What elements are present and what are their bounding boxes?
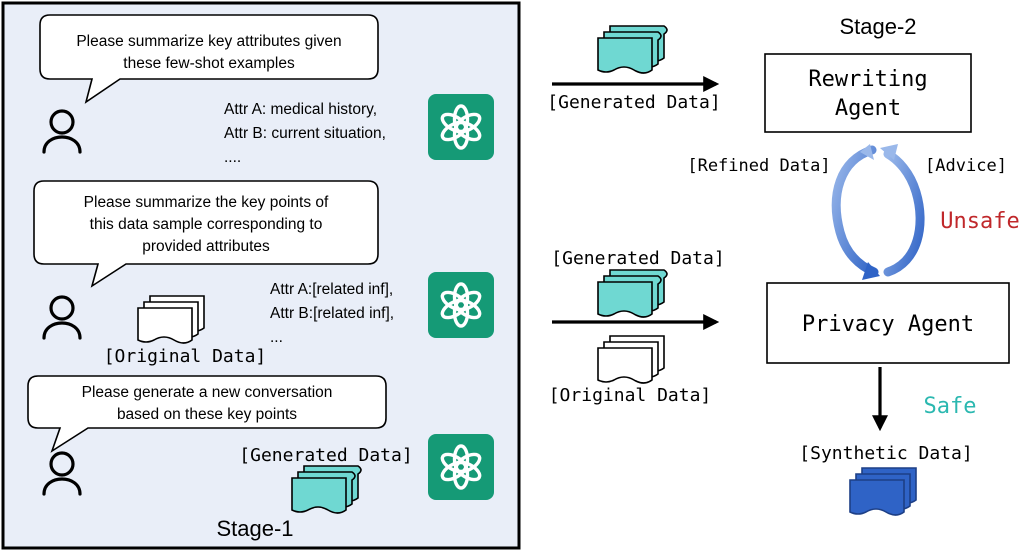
- refine-cycle-icon: [831, 144, 925, 280]
- unsafe-label: Unsafe: [940, 209, 1019, 234]
- bubble3-line1: Please generate a new conversation: [82, 384, 333, 401]
- bubble2-line3: provided attributes: [142, 238, 270, 255]
- safe-label: Safe: [924, 394, 977, 419]
- synthetic-data-label: [Synthetic Data]: [799, 443, 972, 464]
- response1-line1: Attr A: medical history,: [224, 101, 377, 118]
- speech-bubble-2: [33, 180, 379, 288]
- original-data-doc-icon-mid: [597, 335, 665, 384]
- rewriting-agent-line1: Rewriting: [808, 67, 927, 92]
- generated-data-label-stage1: [Generated Data]: [239, 445, 412, 466]
- rewriting-agent-line2: Agent: [835, 96, 901, 121]
- bubble1-line2: these few-shot examples: [123, 55, 295, 72]
- generated-data-label-top: [Generated Data]: [547, 92, 720, 113]
- rewriting-agent-box: [764, 53, 972, 133]
- original-data-label: [Original Data]: [104, 346, 267, 367]
- response2-line3: ...: [270, 329, 283, 346]
- bubble3-line2: based on these key points: [117, 406, 297, 423]
- response1-line2: Attr B: current situation,: [224, 125, 386, 142]
- chatgpt-icon-2: [426, 270, 496, 340]
- chatgpt-icon-3: [426, 432, 496, 502]
- chatgpt-icon-1: [426, 92, 496, 162]
- advice-label: [Advice]: [925, 156, 1007, 176]
- original-data-label-mid: [Original Data]: [549, 385, 712, 406]
- bubble2-line1: Please summarize the key points of: [84, 194, 329, 211]
- generated-data-doc-icon-top: [597, 25, 668, 74]
- refined-data-label: [Refined Data]: [687, 156, 830, 176]
- speech-bubble-1: [39, 14, 379, 104]
- synthetic-data-doc-icon: [849, 467, 917, 516]
- response1-line3: ....: [224, 149, 241, 166]
- bubble2-line2: this data sample corresponding to: [90, 216, 323, 233]
- stage2-title: Stage-2: [839, 14, 916, 39]
- response2-line1: Attr A:[related inf],: [270, 281, 393, 298]
- speech-bubble-3: [27, 375, 387, 453]
- privacy-agent-box: [766, 282, 1010, 364]
- generated-data-label-mid: [Generated Data]: [551, 248, 724, 269]
- generated-data-doc-icon-mid: [597, 269, 668, 318]
- bubble1-line1: Please summarize key attributes given: [76, 33, 341, 50]
- stage1-title: Stage-1: [216, 516, 293, 541]
- privacy-agent-label: Privacy Agent: [802, 312, 974, 337]
- original-data-doc-icon: [137, 295, 205, 344]
- response2-line2: Attr B:[related inf],: [270, 305, 394, 322]
